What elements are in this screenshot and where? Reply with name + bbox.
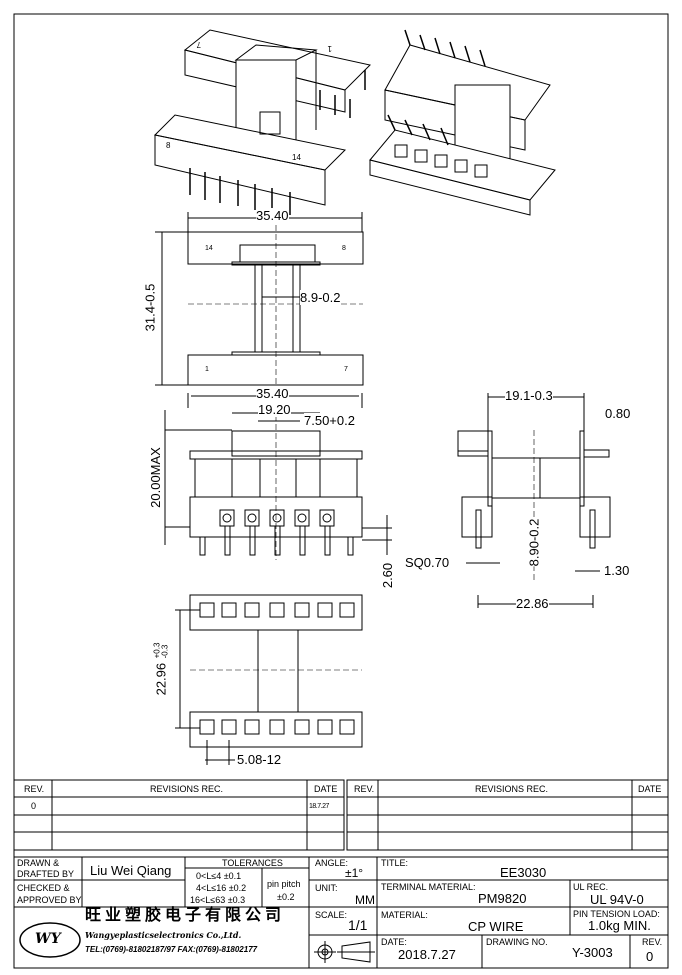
terminal-material-value: PM9820 <box>478 891 527 906</box>
dim-pin-length: 2.60 <box>380 562 396 589</box>
drawn-by-value: Liu Wei Qiang <box>90 863 172 878</box>
dim-wall: 0.80 <box>605 406 631 421</box>
dim-pin-offset: 1.30 <box>604 563 630 578</box>
dim-bottom-height-tol: +0.3-0.3 <box>152 643 170 659</box>
isometric-view-right <box>369 29 556 216</box>
title-block-lines <box>13 779 669 969</box>
dim-bottom-height: 22.96 +0.3-0.3 <box>152 643 170 696</box>
pin-tension-value: 1.0kg MIN. <box>588 918 651 933</box>
pin-pitch-value: ±0.2 <box>277 892 295 902</box>
tolerance-3: 16<L≤63 ±0.3 <box>190 895 246 905</box>
date-label: DATE: <box>381 937 407 947</box>
tolerances-label: TOLERANCES <box>222 858 283 868</box>
pin-label-7: 7 <box>196 40 201 49</box>
drawn-label-1: DRAWN & <box>17 858 60 868</box>
unit-label: UNIT: <box>315 883 338 893</box>
company-logo-text: WY <box>35 931 61 947</box>
rev-label: REV. <box>642 937 663 947</box>
dim-side-top: 19.1-0.3 <box>505 388 553 403</box>
material-label: MATERIAL: <box>381 910 428 920</box>
pin-label-1: 1 <box>327 44 332 53</box>
title-value: EE3030 <box>500 865 547 880</box>
company-logo <box>19 922 81 958</box>
dim-center: 7.50+0.2 <box>304 413 355 428</box>
dim-front-width: 35.40 <box>256 386 289 401</box>
ul-label: UL REC. <box>573 882 609 892</box>
rev-header: REV. <box>24 784 45 794</box>
dim-side-core: 8.90-0.2 <box>526 518 542 567</box>
dim-top-width: 35.40 <box>256 208 289 223</box>
revisions-header-2: REVISIONS REC. <box>475 784 549 794</box>
rev-value: 0 <box>646 949 654 964</box>
dim-pin-square: SQ0.70 <box>405 555 450 570</box>
drawing-no-value: Y-3003 <box>572 945 613 960</box>
ul-value: UL 94V-0 <box>590 892 644 907</box>
tolerance-1: 0<L≤4 ±0.1 <box>196 871 242 881</box>
material-value: CP WIRE <box>468 919 524 934</box>
drawn-label-2: DRAFTED BY <box>17 869 75 879</box>
pin-tension-label: PIN TENSION LOAD: <box>573 909 660 919</box>
title-label: TITLE: <box>381 858 409 868</box>
unit-value: MM <box>355 893 375 907</box>
revision-date: 18.7.27 <box>309 803 329 810</box>
company-contact: TEL:(0769)-81802187/97 FAX:(0769)-818021… <box>85 945 258 954</box>
revisions-header: REVISIONS REC. <box>150 784 224 794</box>
scale-value: 1/1 <box>348 917 368 933</box>
drawing-no-label: DRAWING NO. <box>486 937 548 947</box>
dim-top-height: 31.4-0.5 <box>142 283 158 332</box>
pin-label-14: 14 <box>292 153 301 162</box>
revision-rev: 0 <box>31 801 37 811</box>
pin-label-8: 8 <box>342 245 346 252</box>
company-name-en: Wangyeplasticselectronics Co.,Ltd. <box>85 930 242 940</box>
date-value: 2018.7.27 <box>398 947 456 962</box>
terminal-material-label: TERMINAL MATERIAL: <box>381 882 476 892</box>
isometric-view-left: 7 1 8 14 <box>153 29 372 215</box>
date-header: DATE <box>314 784 338 794</box>
scale-label: SCALE: <box>315 910 348 920</box>
tolerance-2: 4<L≤16 ±0.2 <box>196 883 247 893</box>
angle-value: ±1° <box>345 866 364 880</box>
pin-label-7: 7 <box>344 366 348 373</box>
date-header-2: DATE <box>638 784 662 794</box>
tol-minus: -0.3 <box>160 644 170 659</box>
dim-height: 20.00MAX <box>147 447 163 508</box>
dim-core: 8.9-0.2 <box>300 290 341 305</box>
dim-inner-width: 19.20 <box>258 402 291 417</box>
dim-bottom-height-main: 22.96 <box>153 662 169 696</box>
dim-pitch: 5.08-12 <box>237 752 282 767</box>
front-view <box>164 393 392 560</box>
dim-row-spacing: 22.86 <box>516 596 549 611</box>
side-view <box>457 393 611 608</box>
company-name-cn: 旺业塑胶电子有限公司 <box>85 907 286 924</box>
rev-header-2: REV. <box>354 784 375 794</box>
checked-label-2: APPROVED BY <box>17 895 82 905</box>
angle-label: ANGLE: <box>315 858 349 868</box>
pin-label-8: 8 <box>166 141 171 150</box>
pin-label-14: 14 <box>205 245 213 252</box>
pin-pitch-label: pin pitch <box>267 879 301 889</box>
pin-label-1: 1 <box>205 366 209 373</box>
bottom-view <box>175 594 363 765</box>
projection-symbol <box>314 941 375 963</box>
sheet-border <box>13 13 669 969</box>
checked-label-1: CHECKED & <box>17 883 70 893</box>
